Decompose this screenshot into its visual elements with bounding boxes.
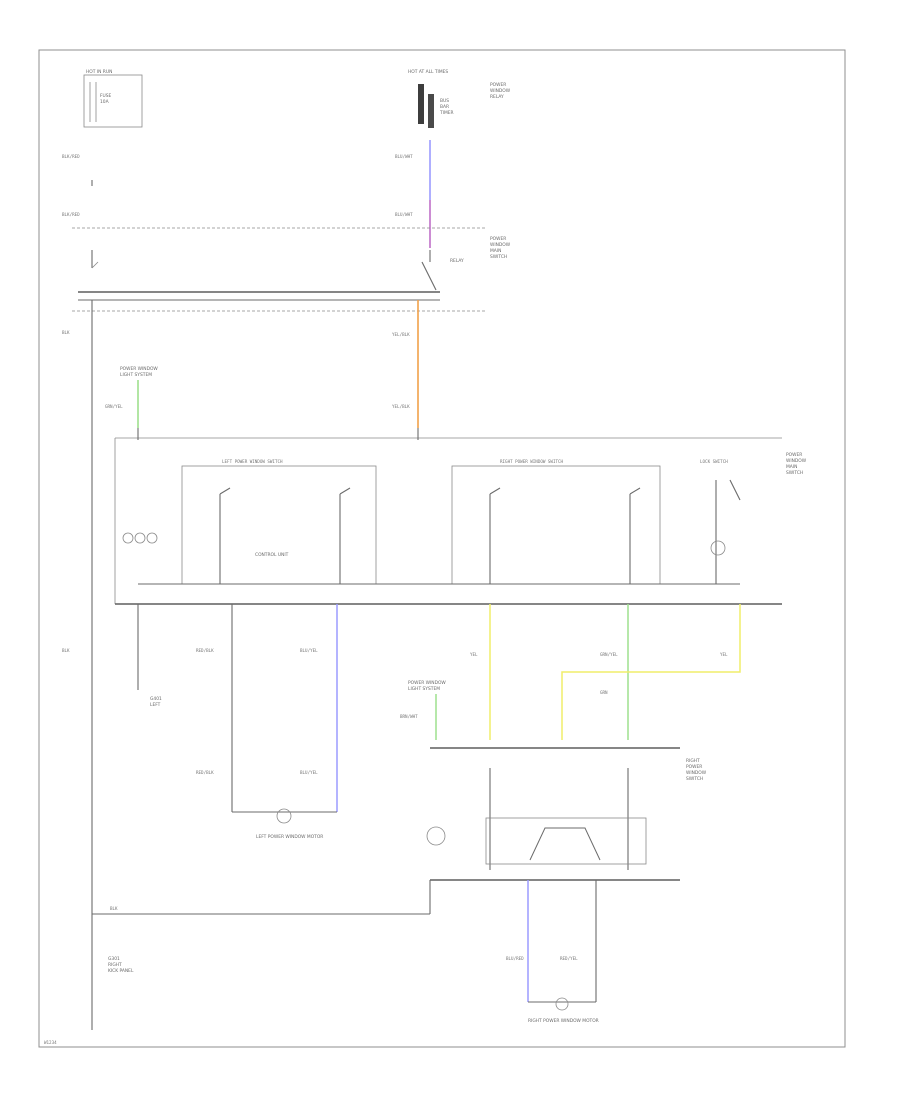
left-motor-label: LEFT POWER WINDOW MOTOR: [256, 834, 323, 840]
right-power-window-switch: RIGHT POWER WINDOW SWITCH: [426, 747, 707, 881]
main-switch-side-4: SWITCH: [786, 470, 803, 476]
diagram-frame: [38, 49, 846, 1048]
power-source-line-2: BAR: [440, 104, 449, 110]
ground-2-line-3: KICK PANEL: [108, 968, 134, 974]
fuse-block: HOT IN RUN FUSE 10A: [83, 69, 143, 128]
main-switch-label-2: WINDOW: [490, 242, 511, 248]
relay-label-group: POWER WINDOW RELAY: [490, 82, 511, 100]
wire-label-ylw-2: YEL: [720, 652, 728, 657]
main-switch-side-2: WINDOW: [786, 458, 807, 464]
relay-label-1: POWER: [490, 82, 506, 88]
main-switch-label-4: SWITCH: [490, 254, 507, 260]
power-source-line-1: BUS: [440, 98, 449, 104]
wire-label-yel-blk-1: YEL/BLK: [392, 332, 410, 337]
wire-label-red-blk: RED/BLK: [196, 648, 214, 653]
wire-yellow-2: [561, 604, 741, 740]
lock-switch-label: LOCK SWITCH: [700, 459, 728, 464]
wire-label-red-yel: RED/YEL: [560, 956, 578, 961]
wire-label-grn-yel-2: GRN/YEL: [600, 652, 618, 657]
wire-label-red-blk-2: RED/BLK: [196, 770, 214, 775]
main-switch-label-1: POWER: [490, 236, 506, 242]
fuse-rating: 10A: [100, 99, 109, 105]
ground-1-line-2: LEFT: [150, 702, 161, 708]
illum-1-line-1: POWER WINDOW: [120, 366, 158, 372]
footer-code: W1234: [44, 1040, 57, 1045]
right-motor-label: RIGHT POWER WINDOW MOTOR: [528, 1018, 599, 1024]
ground-2-line-2: RIGHT: [108, 962, 122, 968]
right-switch-line-4: SWITCH: [686, 776, 703, 782]
wire-label-yel-blk-2: YEL/BLK: [392, 404, 410, 409]
fuse-block-title: HOT IN RUN: [86, 69, 112, 75]
wire-label-grn-yel: GRN/YEL: [105, 404, 123, 409]
wire-label-grn: GRN: [600, 690, 608, 695]
power-window-main-switch: POWER WINDOW MAIN SWITCH LEFT POWER WIND…: [114, 428, 807, 605]
power-source-line-3: TIMER: [439, 110, 454, 116]
wire-label-blu-yel-1: BLU/YEL: [300, 648, 318, 653]
wire-label-blk-3: BLK: [110, 906, 118, 911]
wire-label-blk-red-2: BLK/RED: [62, 212, 80, 217]
fuse-label: FUSE: [100, 93, 112, 99]
ground-2-line-1: G301: [108, 956, 120, 962]
main-switch-side-3: MAIN: [786, 464, 797, 470]
relay-label-3: RELAY: [490, 94, 504, 100]
wire-label-blu-red: BLU/RED: [506, 956, 524, 961]
relay-label-2: WINDOW: [490, 88, 511, 94]
wire-label-blk-red-1: BLK/RED: [62, 154, 80, 159]
right-switch-line-1: RIGHT: [686, 758, 700, 764]
wire-label-blu-wht-1: BLU/WHT: [395, 154, 413, 159]
illum-1-line-2: LIGHT SYSTEM: [120, 372, 152, 378]
wire-label-ylw-1: YEL: [470, 652, 478, 657]
wire-label-blu-wht-2: BLU/WHT: [395, 212, 413, 217]
left-motor: [276, 808, 292, 824]
right-motor: [555, 997, 569, 1011]
left-sub-switch-label: LEFT POWER WINDOW SWITCH: [222, 459, 283, 464]
main-switch-label-3: MAIN: [490, 248, 501, 254]
power-source: HOT AT ALL TIMES BUS BAR TIMER: [408, 69, 454, 128]
wire-label-blk-2: BLK: [62, 648, 70, 653]
illumination-2: POWER WINDOW LIGHT SYSTEM BRN/WHT: [400, 680, 446, 740]
illum-2-line-1: POWER WINDOW: [408, 680, 446, 686]
ground-1-line-1: G401: [150, 696, 162, 702]
illum-2-line-2: LIGHT SYSTEM: [408, 686, 440, 692]
wire-label-blk-1: BLK: [62, 330, 70, 335]
main-switch-side-1: POWER: [786, 452, 802, 458]
relay-switch: RELAY: [91, 250, 464, 291]
relay-switch-label: RELAY: [450, 258, 464, 264]
wire-label-brn-wht: BRN/WHT: [400, 714, 418, 719]
right-switch-line-2: POWER: [686, 764, 702, 770]
wire-label-blu-yel-2: BLU/YEL: [300, 770, 318, 775]
right-sub-switch-label: RIGHT POWER WINDOW SWITCH: [500, 459, 564, 464]
right-switch-line-3: WINDOW: [686, 770, 707, 776]
control-unit-label: CONTROL UNIT: [255, 552, 289, 558]
illumination-1: POWER WINDOW LIGHT SYSTEM GRN/YEL: [105, 366, 158, 428]
power-source-title: HOT AT ALL TIMES: [408, 69, 448, 75]
